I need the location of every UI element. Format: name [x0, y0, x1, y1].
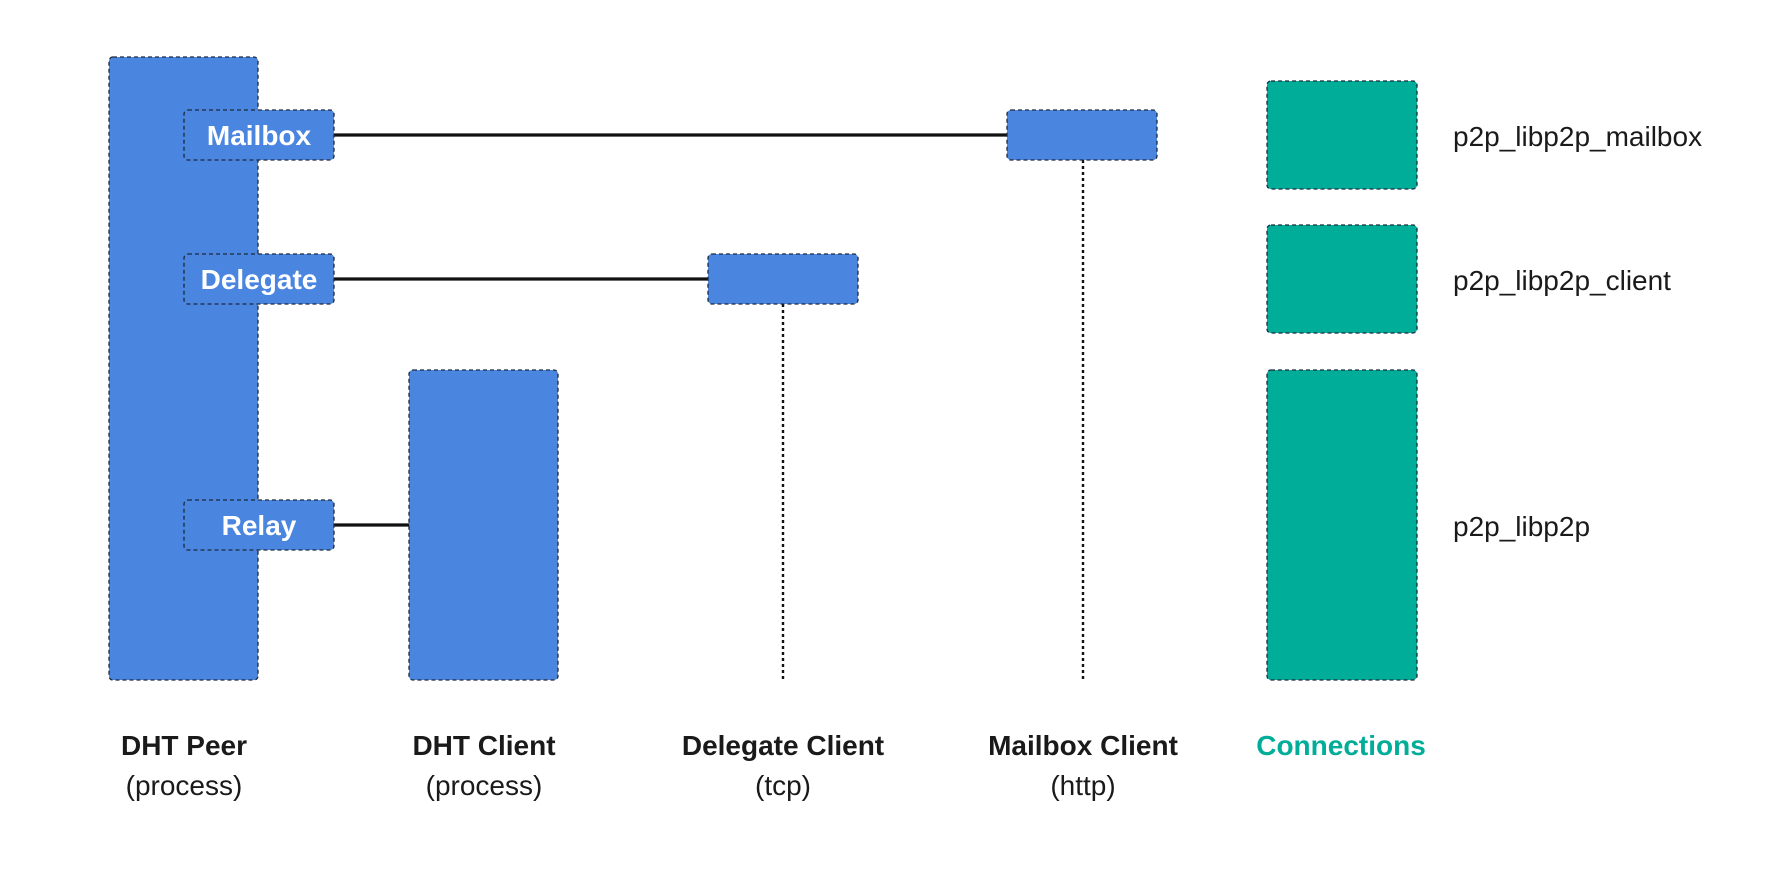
- column-title-delegate-client: Delegate Client: [682, 730, 884, 761]
- column-title-dht-peer: DHT Peer: [121, 730, 247, 761]
- connection-mailbox-box: [1266, 80, 1418, 190]
- delegate-client-box: [707, 253, 859, 305]
- mailbox-component-box: [183, 109, 335, 161]
- column-title-connections: Connections: [1256, 730, 1426, 761]
- column-title-mailbox-client: Mailbox Client: [988, 730, 1178, 761]
- mailbox-component-label: Mailbox: [207, 120, 312, 151]
- dht-client-box: [408, 369, 559, 681]
- connection-libp2p-box: [1266, 369, 1418, 681]
- connection-mailbox-label: p2p_libp2p_mailbox: [1453, 121, 1702, 152]
- connection-libp2p-label: p2p_libp2p: [1453, 511, 1590, 542]
- column-subtitle-delegate-client: (tcp): [755, 770, 811, 801]
- column-subtitle-mailbox-client: (http): [1050, 770, 1115, 801]
- column-subtitle-dht-peer: (process): [126, 770, 243, 801]
- relay-component-box: [183, 499, 335, 551]
- column-subtitle-dht-client: (process): [426, 770, 543, 801]
- mailbox-client-box: [1006, 109, 1158, 161]
- column-title-dht-client: DHT Client: [412, 730, 555, 761]
- delegate-component-label: Delegate: [201, 264, 318, 295]
- connection-client-box: [1266, 224, 1418, 334]
- delegate-component-box: [183, 253, 335, 305]
- relay-component-label: Relay: [222, 510, 297, 541]
- connection-client-label: p2p_libp2p_client: [1453, 265, 1671, 296]
